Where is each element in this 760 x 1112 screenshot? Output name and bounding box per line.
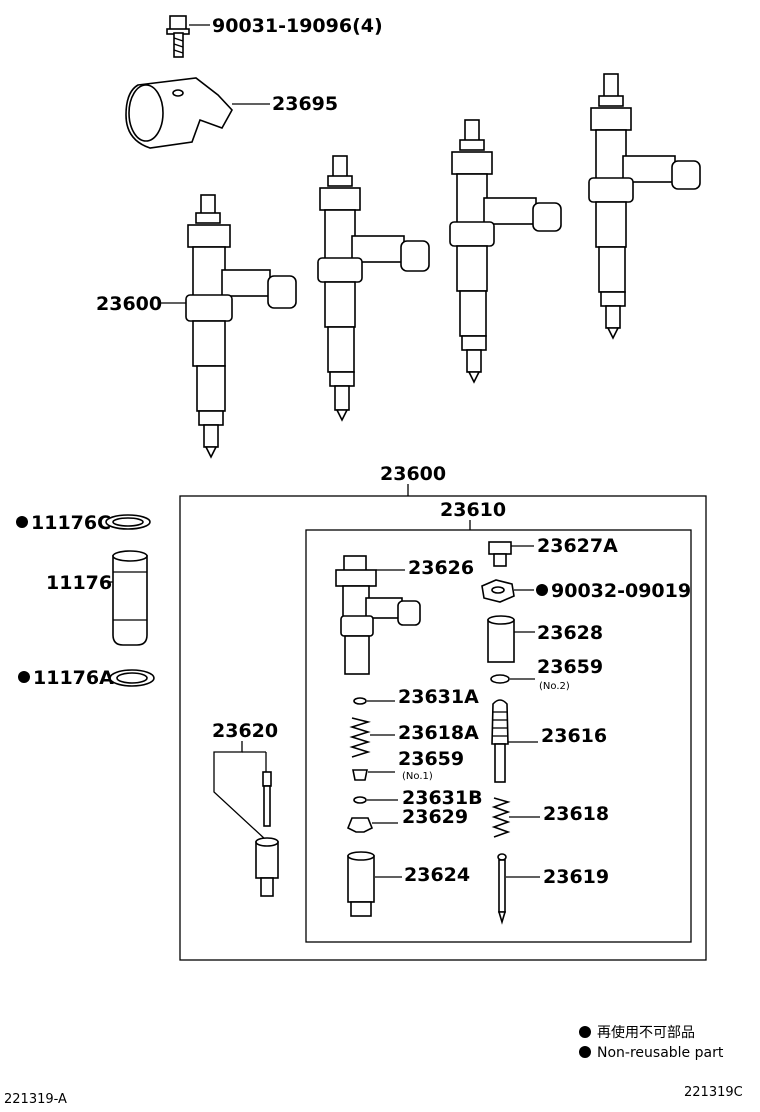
spring-drawing [491, 797, 540, 838]
legend-dot-en [579, 1046, 591, 1058]
label-gasket-nut: 90032-09019 [551, 580, 691, 602]
legend-en: Non-reusable part [597, 1045, 724, 1061]
seat-drawing [346, 817, 374, 833]
label-spring: 23618 [543, 803, 609, 825]
label-shim-1-note: (No.1) [402, 771, 433, 782]
label-rod: 23619 [543, 866, 609, 888]
shim-2-drawing [490, 674, 510, 684]
label-o-ring-a: 11176A [33, 667, 114, 689]
label-holder-body: 23626 [408, 557, 474, 579]
spring-a-drawing [349, 717, 395, 758]
bolt-drawing [166, 15, 210, 58]
label-retaining-nut: 23627A [537, 535, 618, 557]
shim-1-drawing [352, 769, 368, 781]
label-nozzle-set: 23620 [212, 720, 278, 742]
label-holder-assy: 23610 [440, 499, 506, 521]
footer-code-right: 221319C [684, 1085, 743, 1100]
label-nozzle-nut: 23624 [404, 864, 470, 886]
label-shim-1: 23659 [398, 748, 464, 770]
label-spring-a: 23618A [398, 722, 479, 744]
nozzle-nut-drawing [347, 851, 402, 917]
label-shim-a: 23631A [398, 686, 479, 708]
label-spacer: 23628 [537, 622, 603, 644]
nozzle-needle-drawing [262, 771, 272, 827]
label-sleeve: 11176 [46, 572, 112, 594]
shim-a-drawing [353, 697, 367, 705]
injector-assembly-box [179, 495, 707, 961]
holder-body-drawing [335, 555, 421, 675]
legend-jp: 再使用不可部品 [597, 1024, 695, 1041]
label-injector-assy: 23600 [380, 463, 446, 485]
label-shim-b: 23631B [402, 787, 483, 809]
label-shim-2-note: (No.2) [539, 681, 570, 692]
nozzle-body-drawing [255, 837, 279, 897]
gasket-nut-drawing [481, 579, 534, 603]
pin-drawing [491, 699, 538, 783]
clamp-drawing [125, 77, 270, 149]
label-pin: 23616 [541, 725, 607, 747]
injector-drawing-2 [317, 155, 430, 422]
rod-drawing [497, 853, 540, 925]
holder-assembly-box [305, 529, 692, 943]
injector-drawing-4 [588, 73, 701, 340]
spacer-drawing [487, 615, 535, 663]
label-seat: 23629 [402, 806, 468, 828]
injector-drawing-3 [449, 119, 562, 384]
injector-drawing-1 [160, 194, 297, 459]
footer-code-left: 221319-A [4, 1092, 67, 1107]
label-shim-2: 23659 [537, 656, 603, 678]
label-o-ring-c: 11176C [31, 512, 111, 534]
retaining-nut-drawing [488, 541, 534, 567]
legend-dot-jp [579, 1026, 591, 1038]
label-clamp: 23695 [272, 93, 338, 115]
sleeve-drawing [104, 550, 148, 646]
label-injector: 23600 [96, 293, 162, 315]
label-bolt: 90031-19096(4) [212, 15, 383, 37]
shim-b-drawing [353, 796, 367, 804]
